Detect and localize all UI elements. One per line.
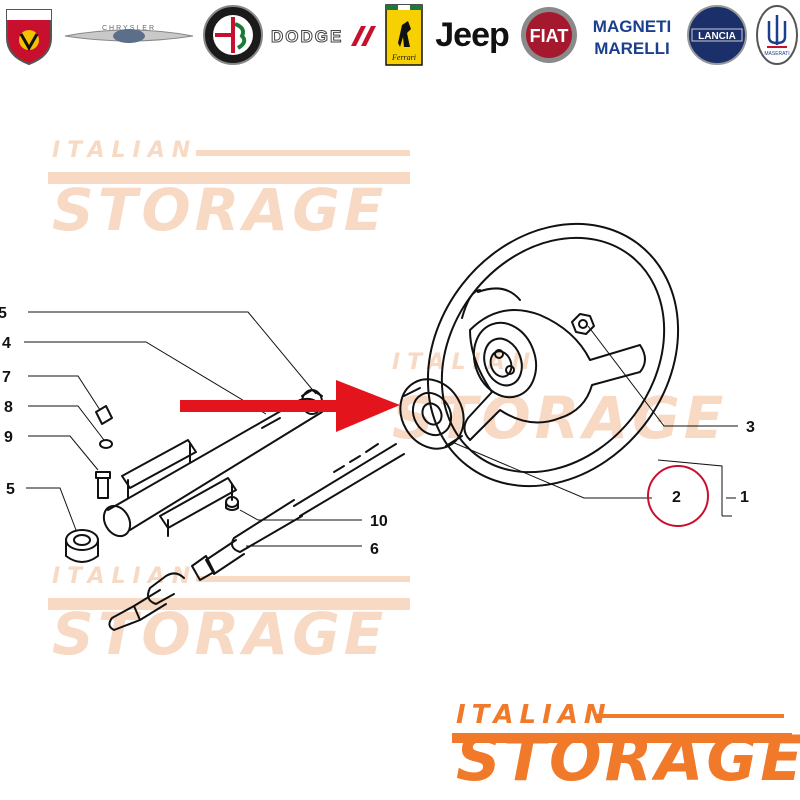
fiat-logo-icon[interactable]: FIAT: [516, 2, 582, 68]
part-9-bolt[interactable]: [95, 471, 111, 499]
callout-2: 2: [672, 489, 681, 506]
callout-6: 6: [370, 541, 379, 558]
maserati-logo-icon[interactable]: MASERATI: [754, 2, 800, 68]
svg-text:FIAT: FIAT: [530, 26, 569, 46]
watermark-italian-1: ITALIAN: [52, 138, 198, 163]
part-8-washer[interactable]: [99, 439, 113, 449]
watermark-line: [196, 150, 410, 156]
dodge-logo-icon[interactable]: DODGE: [268, 2, 378, 68]
callout-4: 4: [2, 335, 11, 352]
svg-text:Ferrari: Ferrari: [391, 53, 416, 62]
svg-text:MASERATI: MASERATI: [764, 51, 789, 57]
callout-8: 8: [4, 399, 13, 416]
callout-3: 3: [746, 419, 755, 436]
logo-line: [594, 714, 784, 718]
svg-text:DODGE: DODGE: [271, 27, 343, 46]
watermark-line: [48, 172, 410, 184]
part-7-clip[interactable]: [95, 405, 113, 425]
callout-10: 10: [370, 513, 388, 530]
logo-italian: ITALIAN: [456, 700, 612, 730]
steering-column-exploded-diagram: 5 4 7 8 9 5 3 2 1 10 6: [0, 174, 755, 631]
alfa-romeo-logo-icon[interactable]: [201, 2, 265, 68]
part-2-bearing[interactable]: [388, 368, 476, 460]
svg-text:LANCIA: LANCIA: [698, 31, 736, 42]
brand-logo-bar: CHRYSLER DODGE Ferrari Jeep FIA: [0, 0, 800, 72]
logo-line: [452, 733, 792, 743]
watermark-line: [196, 576, 410, 582]
part-6-steering-shaft[interactable]: [108, 443, 405, 631]
svg-text:MARELLI: MARELLI: [594, 39, 670, 58]
callout-5-top: 5: [0, 305, 7, 322]
ferrari-logo-icon[interactable]: Ferrari: [382, 2, 426, 68]
callout-5-bottom: 5: [6, 481, 15, 498]
callout-1: 1: [740, 489, 749, 506]
part-10-pin[interactable]: [225, 496, 239, 511]
highlight-arrow: [180, 380, 400, 432]
jeep-logo-icon[interactable]: Jeep: [435, 15, 509, 54]
watermark-line: [48, 598, 410, 610]
watermark-storage-1: STORAGE: [52, 176, 388, 244]
magneti-marelli-logo-icon[interactable]: MAGNETI MARELLI: [586, 2, 678, 68]
lancia-logo-icon[interactable]: LANCIA: [684, 2, 750, 68]
svg-text:CHRYSLER: CHRYSLER: [102, 25, 156, 32]
callout-9: 9: [4, 429, 13, 446]
part-5-bushing-bottom[interactable]: [65, 529, 99, 563]
steering-wheel[interactable]: [376, 174, 730, 536]
logo-storage: STORAGE: [456, 722, 800, 795]
part-3-nut[interactable]: [571, 313, 595, 335]
highlight-circle: [647, 465, 709, 527]
watermark-storage-3: STORAGE: [52, 600, 388, 668]
svg-text:MAGNETI: MAGNETI: [593, 17, 671, 36]
chrysler-logo-icon[interactable]: CHRYSLER: [62, 2, 196, 68]
callout-7: 7: [2, 369, 11, 386]
abarth-logo-icon[interactable]: [0, 2, 58, 68]
